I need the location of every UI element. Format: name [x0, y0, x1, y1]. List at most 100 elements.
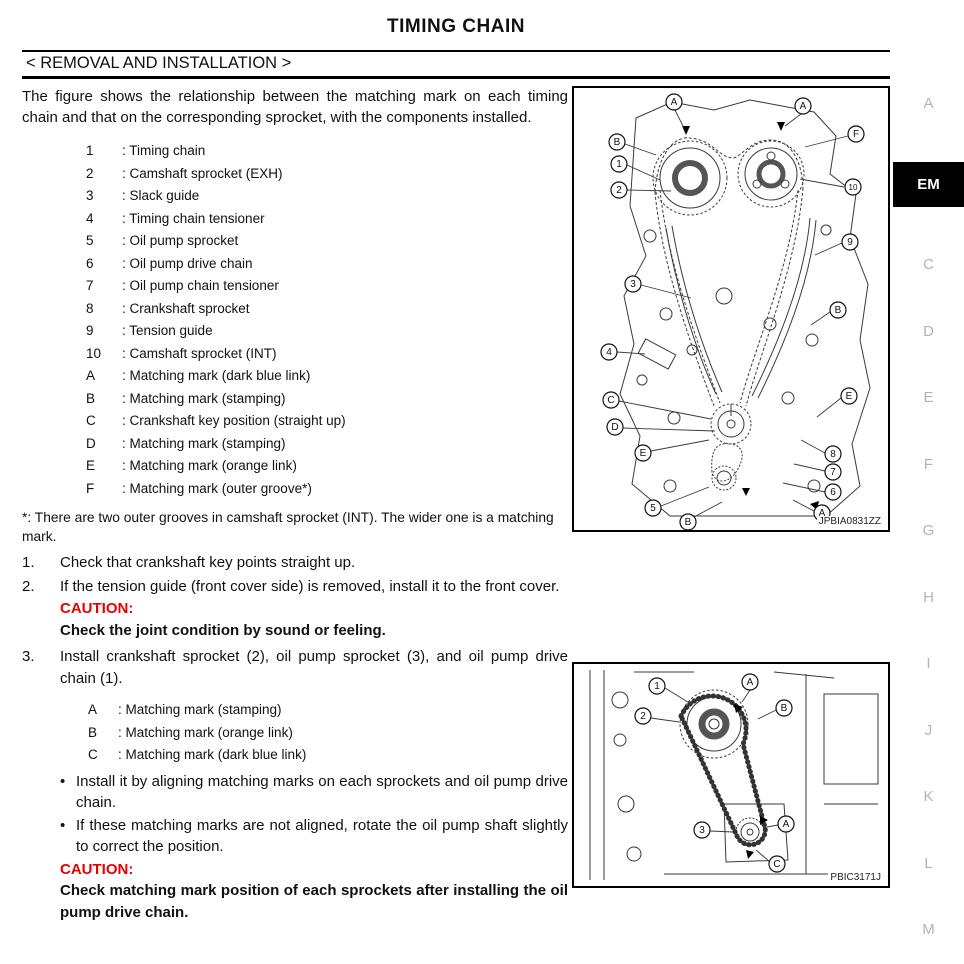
- legend-row: D : Matching mark (stamping): [86, 433, 632, 456]
- bullet-text: Install it by aligning matching marks on…: [76, 772, 568, 812]
- caution-label: CAUTION:: [60, 600, 134, 617]
- legend-label: : Timing chain tensioner: [122, 210, 265, 226]
- figure-code: PBIC3171J: [828, 872, 883, 883]
- section-tab-j: J: [924, 721, 933, 739]
- legend-key: D: [86, 435, 96, 451]
- svg-text:A: A: [819, 508, 826, 519]
- step-text: If the tension guide (front cover side) …: [60, 577, 560, 595]
- legend-key: B: [88, 724, 98, 740]
- legend-row: 10 : Camshaft sprocket (INT): [86, 343, 632, 366]
- legend-row: C : Matching mark (dark blue link): [88, 744, 568, 767]
- svg-text:E: E: [846, 391, 853, 402]
- figure-code: JPBIA0831ZZ: [816, 516, 883, 527]
- step-3: 3. Install crankshaft sprocket (2), oil …: [22, 646, 568, 923]
- svg-text:4: 4: [606, 347, 612, 358]
- matching-mark-arrows: [682, 122, 819, 510]
- legend-row: E : Matching mark (orange link): [86, 455, 632, 478]
- legend-label: : Matching mark (stamping): [122, 390, 286, 406]
- section-header: < REMOVAL AND INSTALLATION >: [22, 50, 890, 79]
- svg-text:5: 5: [650, 503, 656, 514]
- legend-row: 1 : Timing chain: [86, 140, 632, 163]
- svg-text:8: 8: [830, 449, 836, 460]
- legend-label: : Matching mark (dark blue link): [118, 747, 307, 762]
- step-text: Install crankshaft sprocket (2), oil pum…: [60, 648, 568, 687]
- leader-lines: [650, 687, 779, 863]
- step-1: 1. Check that crankshaft key points stra…: [22, 552, 890, 574]
- svg-text:F: F: [853, 129, 859, 140]
- bullet-list: Install it by aligning matching marks on…: [60, 771, 568, 858]
- svg-text:B: B: [835, 305, 842, 316]
- matching-mark-legend: A : Matching mark (stamping) B : Matchin…: [88, 699, 568, 767]
- legend-key: 10: [86, 345, 102, 361]
- legend-key: 7: [86, 278, 94, 293]
- caution-label: CAUTION:: [60, 860, 134, 878]
- step-text: Check that crankshaft key points straigh…: [60, 554, 356, 571]
- section-tab-e: E: [923, 389, 934, 406]
- legend-label: : Crankshaft sprocket: [122, 300, 250, 316]
- svg-text:C: C: [773, 859, 780, 870]
- section-index-tabs: A EM C D E F G H I J K L M: [893, 95, 964, 938]
- step-number: 1.: [22, 554, 35, 571]
- legend-label: : Camshaft sprocket (INT): [122, 345, 277, 361]
- legend-label: : Matching mark (stamping): [122, 435, 286, 451]
- svg-text:A: A: [747, 677, 754, 688]
- step-number: 3.: [22, 648, 35, 665]
- section-tab-d: D: [923, 322, 934, 340]
- section-tab-m: M: [922, 921, 935, 938]
- legend-row: C : Crankshaft key position (straight up…: [86, 410, 632, 433]
- legend-label: : Oil pump drive chain: [122, 255, 253, 271]
- legend-key: 8: [86, 300, 94, 316]
- section-tab-h: H: [923, 588, 934, 606]
- legend-key: A: [86, 368, 96, 383]
- legend-row: 6 : Oil pump drive chain: [86, 253, 632, 276]
- legend-label: : Tension guide: [122, 323, 213, 338]
- legend-key: A: [88, 702, 98, 717]
- legend-row: 7 : Oil pump chain tensioner: [86, 275, 632, 298]
- legend-row: A : Matching mark (stamping): [88, 699, 568, 722]
- svg-text:C: C: [607, 395, 614, 406]
- intro-paragraph: The figure shows the relationship betwee…: [22, 88, 568, 126]
- section-tab-k: K: [923, 788, 934, 805]
- step-number: 2.: [22, 577, 35, 595]
- legend-key: 2: [86, 165, 94, 181]
- legend-row: 4 : Timing chain tensioner: [86, 208, 632, 231]
- legend-label: : Matching mark (dark blue link): [122, 368, 311, 383]
- svg-text:E: E: [640, 448, 647, 459]
- section-tab-f: F: [923, 455, 934, 473]
- matching-mark-arrows: [734, 704, 768, 859]
- svg-text:A: A: [800, 101, 807, 112]
- svg-text:9: 9: [847, 237, 853, 248]
- legend-key: 6: [86, 255, 94, 271]
- content-column: The figure shows the relationship betwee…: [22, 86, 890, 923]
- legend-key: 4: [86, 210, 94, 226]
- svg-text:A: A: [671, 97, 678, 108]
- bullet-icon: [60, 771, 76, 814]
- section-tab-em: EM: [893, 161, 964, 207]
- svg-text:3: 3: [630, 279, 636, 290]
- legend-key: C: [88, 747, 98, 762]
- bullet-item: If these matching marks are not aligned,…: [60, 815, 568, 858]
- legend-label: : Oil pump chain tensioner: [122, 278, 279, 293]
- legend-key: C: [86, 413, 96, 428]
- footnote: *: There are two outer grooves in camsha…: [22, 510, 554, 544]
- legend-label: : Timing chain: [122, 143, 206, 158]
- legend-label: : Oil pump sprocket: [122, 233, 239, 248]
- svg-text:B: B: [614, 137, 621, 148]
- section-tab-g: G: [922, 522, 935, 539]
- legend-row: 5 : Oil pump sprocket: [86, 230, 632, 253]
- svg-text:1: 1: [616, 159, 622, 170]
- step-body: If the tension guide (front cover side) …: [60, 576, 890, 642]
- legend-key: E: [86, 458, 96, 473]
- caution-text: Check the joint condition by sound or fe…: [60, 621, 386, 639]
- svg-text:3: 3: [699, 825, 705, 836]
- legend-row: A : Matching mark (dark blue link): [86, 365, 632, 388]
- svg-text:B: B: [781, 703, 788, 714]
- svg-text:6: 6: [830, 487, 836, 498]
- bullet-text: If these matching marks are not aligned,…: [76, 816, 568, 856]
